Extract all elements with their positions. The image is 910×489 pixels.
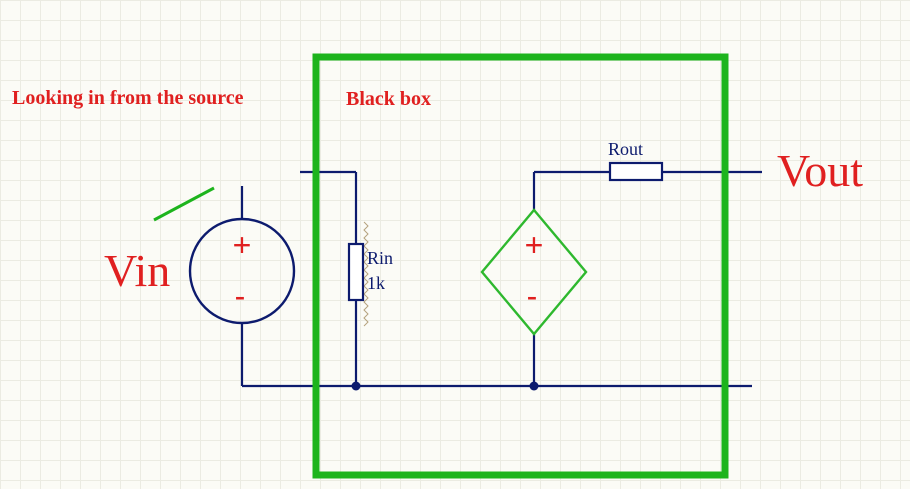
source-circle: [188, 217, 296, 325]
dependent-voltage-source: + -: [480, 208, 588, 336]
dep-source-diamond: [480, 208, 588, 336]
vout-label: Vout: [777, 145, 863, 196]
ground-junction-dot: [529, 381, 539, 391]
annotation-stroke: [153, 186, 215, 222]
rin-value-label: 1k: [367, 273, 385, 293]
rout-label: Rout: [608, 139, 643, 159]
black-box-caption: Black box: [346, 88, 431, 110]
black-box-outline: [312, 53, 729, 479]
voltage-source-vin: + -: [188, 217, 296, 325]
source-view-caption: Looking in from the source: [12, 87, 244, 109]
source-minus-sign: -: [235, 278, 246, 314]
rin-name-label: Rin: [367, 248, 393, 268]
dep-source-minus-sign: -: [527, 278, 538, 314]
source-plus-sign: +: [233, 227, 252, 263]
dep-source-plus-sign: +: [525, 227, 544, 263]
rin-body: [347, 242, 365, 302]
rout-body: [608, 161, 664, 182]
ground-junction-dot: [351, 381, 361, 391]
input-resistor-rin: [347, 221, 369, 327]
resistor-hatch: [363, 221, 369, 327]
wires: [240, 170, 762, 388]
vin-label: Vin: [104, 245, 170, 296]
